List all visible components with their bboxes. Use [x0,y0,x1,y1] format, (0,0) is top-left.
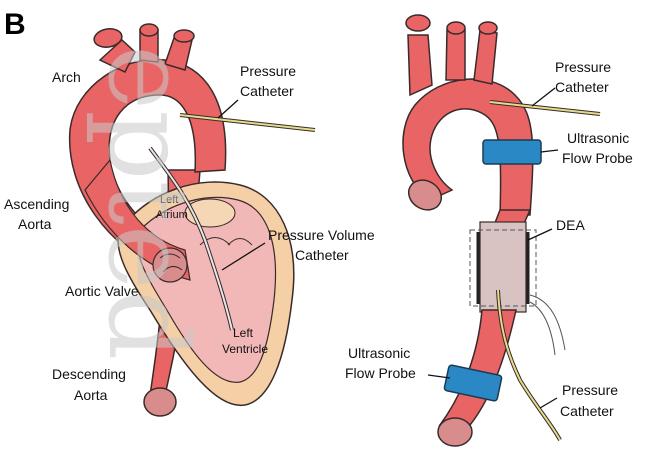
label-right-pressure-catheter-bottom-line2: Catheter [560,403,614,419]
label-left-ventricle-line2: Ventricle [222,342,268,356]
branch-vessel-2-end [140,24,158,36]
label-flow-probe-bottom-line1: Ultrasonic [348,345,410,361]
panel-label: B [4,8,26,41]
label-descending-aorta-line2: Aorta [74,387,108,403]
label-dea: DEA [556,217,585,233]
label-flow-probe-top-line1: Ultrasonic [567,130,629,146]
right-branch-2-end [447,22,465,34]
label-pressure-catheter-left-line1: Pressure [240,63,296,79]
label-right-pressure-catheter-top-line1: Pressure [555,59,611,75]
label-flow-probe-top-line2: Flow Probe [562,150,633,166]
leader-flow-probe-top [541,150,558,152]
right-branch-3-end [479,22,497,34]
label-ascending-aorta-line2: Aorta [18,216,52,232]
leader-pressure-catheter-top [532,88,555,106]
label-left-ventricle-line1: Left [233,326,254,340]
watermark-text: epted [84,45,212,360]
label-pressure-catheter-left-line2: Catheter [240,83,294,99]
label-right-pressure-catheter-top-line2: Catheter [555,79,609,95]
label-pv-catheter-line2: Catheter [295,247,349,263]
leader-pressure-catheter-bottom [540,398,557,408]
label-arch: Arch [52,69,81,85]
dea-tubing [530,295,565,355]
descending-aorta-end [144,388,176,416]
right-descending-end [438,418,472,446]
flow-probe-top [483,140,541,164]
label-flow-probe-bottom-line2: Flow Probe [345,365,416,381]
label-descending-aorta-line1: Descending [52,366,126,382]
label-right-pressure-catheter-bottom-line1: Pressure [562,382,618,398]
right-branch-2 [446,30,465,80]
right-branch-1-end [406,15,430,31]
branch-vessel-3-end [174,30,194,42]
label-ascending-aorta-line1: Ascending [4,196,69,212]
right-branch-1 [408,35,432,95]
leader-pressure-catheter-left [218,100,238,118]
dea-chamber [480,222,526,312]
label-pv-catheter-line1: Pressure Volume [268,227,375,243]
leader-dea [528,229,552,240]
right-panel: Pressure Catheter Ultrasonic Flow Probe … [345,15,633,446]
right-branch-3 [474,30,497,84]
